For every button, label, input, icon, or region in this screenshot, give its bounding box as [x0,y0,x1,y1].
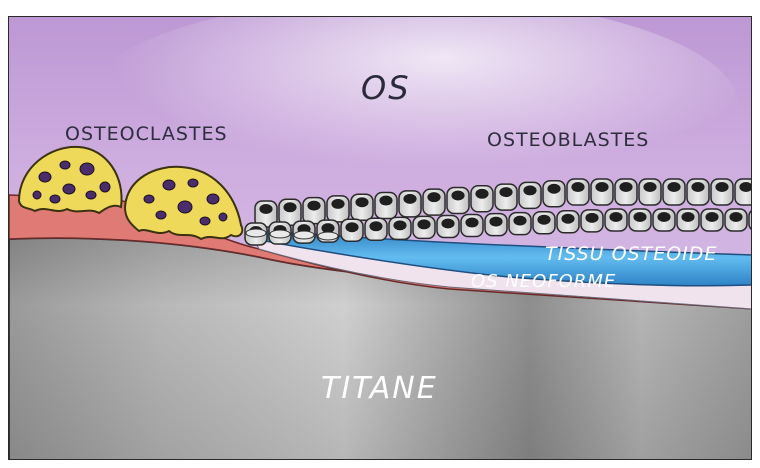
osteoblast-cell [711,179,733,205]
osteoblast-cell [413,216,435,238]
osteoblast-cell [519,182,541,208]
osteoblast-cell [567,179,589,205]
osteoblast-cell [735,179,752,205]
label-titane: TITANE [321,371,438,406]
osteoblast-cell [543,181,565,207]
label-tissu-osteoide: TISSU OSTEOIDE [545,243,717,265]
osteoblast-cell [327,196,349,222]
osteoblast-cell [341,219,363,241]
lining-cell [318,232,338,240]
osteoblast-cell [461,215,483,237]
osteoblast-cell [591,179,613,205]
osteoblast-cell [749,209,752,231]
osteoblast-cell [437,215,459,237]
osteoblast-cell [471,186,493,212]
osteoblast-cell [663,179,685,205]
osteoblast-cell [701,209,723,231]
osteoblast-cell [423,189,445,215]
osteoblast-cell [725,209,747,231]
osteoblast-cell [687,179,709,205]
label-osteoclastes: OSTEOCLASTES [65,123,228,145]
label-os: OS [361,69,411,107]
osteoblast-cell [399,191,421,217]
osteoblast-cell [447,187,469,213]
osteoblast-cell [495,184,517,210]
diagram-frame: OS OSTEOCLASTES OSTEOBLASTES TISSU OSTEO… [8,16,752,460]
osteoblast-cell [375,193,397,219]
osteoblast-cell [351,194,373,220]
osteoblast-cell [581,210,603,232]
osteoblast-cell [533,212,555,234]
osteoblast-cell [639,179,661,205]
osteoblast-cell [615,179,637,205]
lining-cell [270,230,290,238]
lining-cell [246,229,266,237]
osteoblast-cell [605,209,627,231]
osteoblast-cell [677,209,699,231]
osteoblast-cell [509,213,531,235]
osteoblast-cell [365,218,387,240]
osteoblast-cell [557,211,579,233]
label-osteoblastes: OSTEOBLASTES [487,129,649,151]
lining-cell [294,231,314,239]
osteoblast-cell [653,209,675,231]
osteoblast-cell [629,209,651,231]
osteoblast-cell [389,217,411,239]
label-os-neoforme: OS NEOFORME [471,271,616,292]
osteoblast-cell [485,214,507,236]
osteoblast-cell [303,198,325,224]
